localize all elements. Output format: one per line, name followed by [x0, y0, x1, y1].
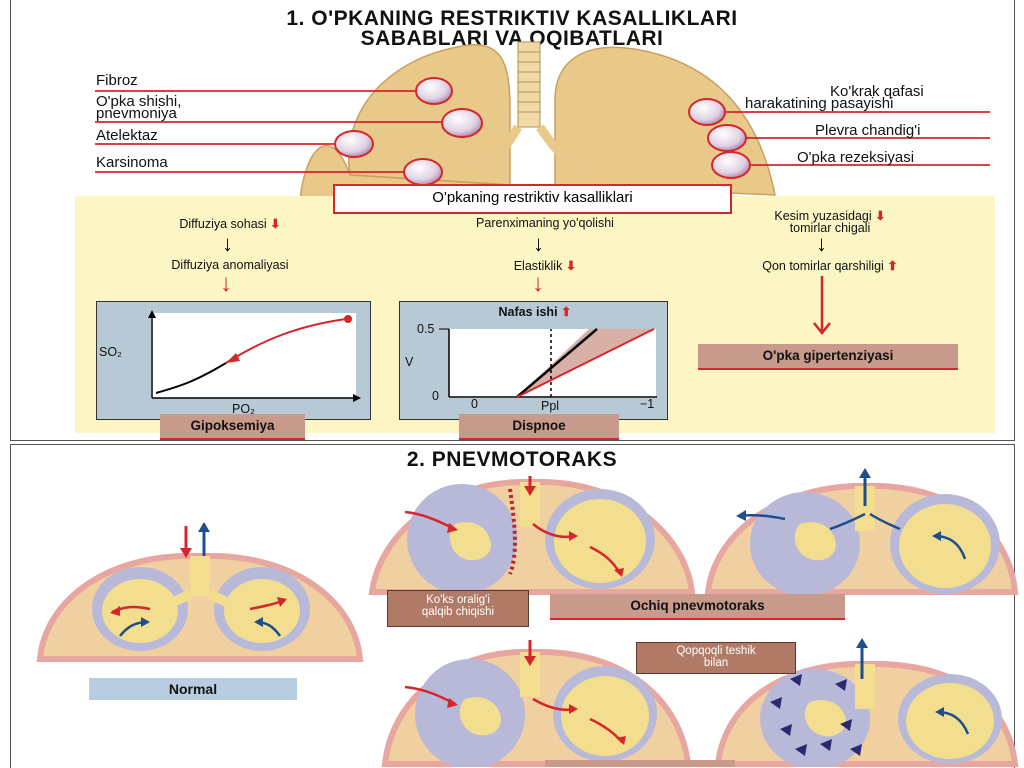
y-bottom-tick: 0: [432, 389, 439, 403]
col2-mid: Elastiklik ⬇: [470, 258, 620, 273]
down-arrow-icon: ⬇: [267, 217, 281, 231]
black-down-arrow-icon-3: ↓: [816, 233, 827, 255]
label-fibroz: Fibroz: [96, 72, 138, 89]
tag-dispnoe: Dispnoe: [459, 414, 619, 440]
tag-opka-gipertenziyasi: O'pka gipertenziyasi: [698, 344, 958, 370]
black-down-arrow-icon: ↓: [222, 233, 233, 255]
col3-top: Kesim yuzasidagi ⬇ tomirlar chigali: [730, 210, 930, 234]
tag-gipoksemiya: Gipoksemiya: [160, 414, 305, 440]
x-left-tick: 0: [471, 397, 478, 411]
col3-mid-text: Qon tomirlar qarshiligi: [762, 259, 884, 273]
callout-valve: Qopqoqli teshik bilan: [636, 642, 796, 674]
up-arrow-icon-2: ⬆: [884, 259, 898, 273]
callout-valve-line2: bilan: [637, 657, 795, 669]
red-down-arrow-icon-2: ↓: [532, 272, 544, 296]
label-rezeksiya: O'pka rezeksiyasi: [797, 149, 914, 166]
col3-mid: Qon tomirlar qarshiligi ⬆: [705, 258, 955, 273]
x-right-tick: −1: [640, 397, 654, 411]
tag-ochiq-pnevmotoraks: Ochiq pnevmotoraks: [550, 594, 845, 620]
col1-top: Diffuziya sohasi ⬇: [130, 216, 330, 231]
label-atelektaz: Atelektaz: [96, 127, 158, 144]
red-down-arrow-icon: ↓: [220, 272, 232, 296]
red-long-arrow-icon: [812, 276, 832, 338]
label-plevra: Plevra chandig'i: [815, 122, 920, 139]
callout-mediastinal-shift: Ko'ks oralig'i qalqib chiqishi: [387, 590, 529, 627]
restrictive-banner: O'pkaning restriktiv kasalliklari: [333, 184, 732, 214]
ppl-xlabel: Ppl: [541, 399, 559, 413]
label-pnevmoniya: pnevmoniya: [96, 105, 177, 122]
callout-shift-line2: qalqib chiqishi: [388, 606, 528, 618]
breathing-curve: [399, 301, 666, 418]
bottom-tag-edge: [545, 760, 735, 767]
black-down-arrow-icon-2: ↓: [533, 233, 544, 255]
v-ylabel: V: [405, 355, 413, 369]
y-top-tick: 0.5: [417, 322, 434, 336]
down-arrow-icon-2: ⬇: [562, 259, 576, 273]
tag-normal: Normal: [89, 678, 297, 700]
callout-shift-line1: Ko'ks oralig'i: [388, 594, 528, 606]
open-pneumothorax-chest-1: [372, 476, 692, 594]
so2-ylabel: SO₂: [99, 345, 122, 359]
so2-curve: [96, 301, 369, 418]
col1-top-text: Diffuziya sohasi: [179, 217, 266, 231]
label-karsinoma: Karsinoma: [96, 154, 168, 171]
down-arrow-icon-3: ⬇: [872, 209, 886, 223]
open-pneumothorax-chest-2: [708, 468, 1015, 596]
col2-top: Parenximaning yo'qolishi: [430, 216, 660, 230]
normal-chest: [40, 522, 360, 659]
callout-valve-line1: Qopqoqli teshik: [637, 645, 795, 657]
label-harakatining: harakatining pasayishi: [745, 95, 893, 112]
col3-top-line2: tomirlar chigali: [790, 221, 871, 235]
